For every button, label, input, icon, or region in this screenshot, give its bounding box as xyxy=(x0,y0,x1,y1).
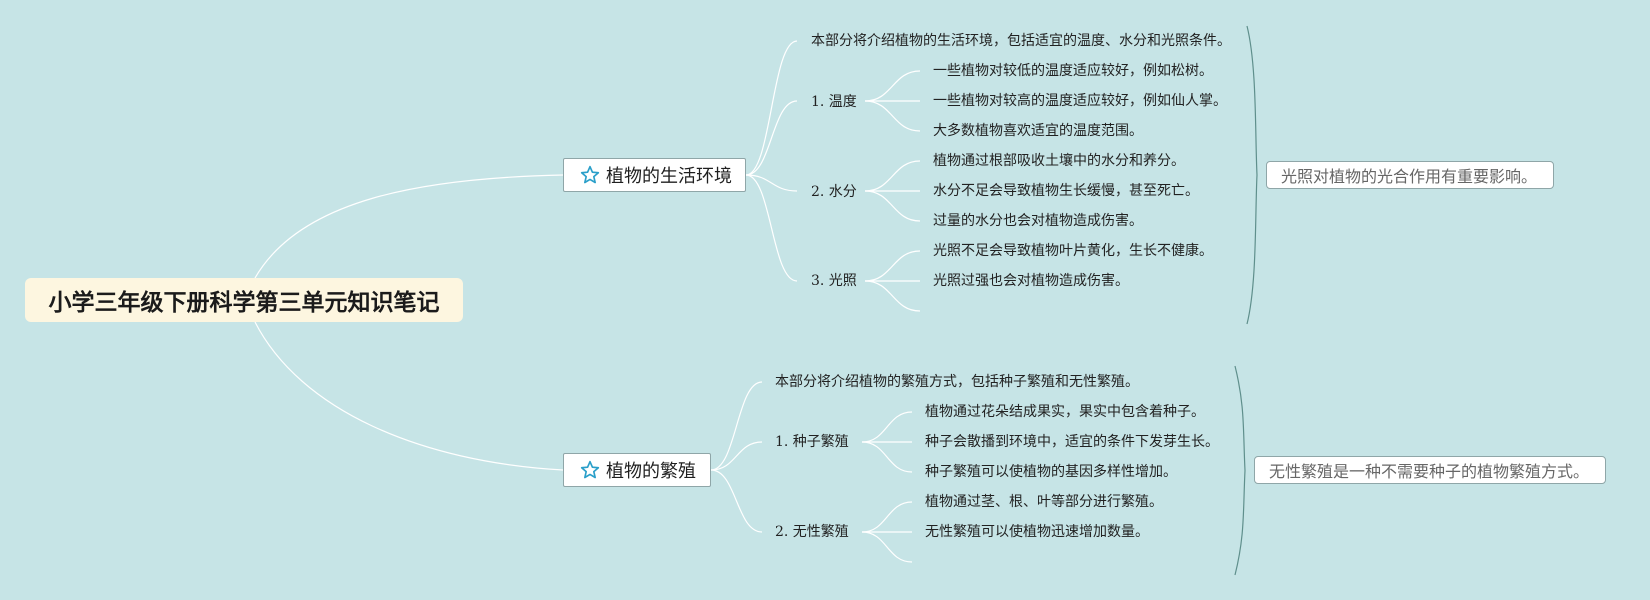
detail-item[interactable]: 光照不足会导致植物叶片黄化，生长不健康。 xyxy=(933,243,1213,259)
connector-branch-child xyxy=(745,174,798,192)
summary-bracket xyxy=(1246,25,1258,325)
branch-topic-reproduction[interactable]: 植物的繁殖 xyxy=(563,453,711,487)
subtopic-seed-reproduction[interactable]: 1. 种子繁殖 xyxy=(775,434,849,450)
detail-item[interactable]: 植物通过花朵结成果实，果实中包含着种子。 xyxy=(925,404,1205,420)
connector-sub-leaf xyxy=(864,190,921,222)
branch-topic-living-environment[interactable]: 植物的生活环境 xyxy=(563,158,746,192)
connector-branch-child xyxy=(745,40,798,176)
detail-item[interactable]: 无性繁殖可以使植物迅速增加数量。 xyxy=(925,524,1149,540)
detail-item[interactable]: 种子会散播到环境中，适宜的条件下发芽生长。 xyxy=(925,434,1219,450)
connector-sub-leaf xyxy=(864,70,921,102)
detail-item[interactable]: 植物通过茎、根、叶等部分进行繁殖。 xyxy=(925,494,1163,510)
subtopic-water[interactable]: 2. 水分 xyxy=(811,184,857,200)
subtopic-asexual-reproduction[interactable]: 2. 无性繁殖 xyxy=(775,524,849,540)
subtopic-light[interactable]: 3. 光照 xyxy=(811,273,857,289)
branch-intro[interactable]: 本部分将介绍植物的生活环境，包括适宜的温度、水分和光照条件。 xyxy=(811,33,1231,49)
connector-branch-child xyxy=(710,469,763,533)
connector-sub-leaf xyxy=(861,501,913,533)
connector-sub-leaf xyxy=(864,100,921,132)
connector-root-branch xyxy=(254,174,564,279)
branch-topic-label: 植物的繁殖 xyxy=(606,461,696,482)
subtopic-temperature[interactable]: 1. 温度 xyxy=(811,94,857,110)
detail-item[interactable]: 一些植物对较低的温度适应较好，例如松树。 xyxy=(933,63,1213,79)
star-icon xyxy=(580,460,600,479)
detail-item[interactable]: 水分不足会导致植物生长缓慢，甚至死亡。 xyxy=(933,183,1199,199)
connector-branch-child xyxy=(745,100,798,176)
summary-bracket xyxy=(1234,365,1246,576)
connector-root-branch xyxy=(254,321,564,471)
summary-reproduction[interactable]: 无性繁殖是一种不需要种子的植物繁殖方式。 xyxy=(1254,456,1606,484)
connector-branch-child xyxy=(710,381,763,471)
detail-item[interactable]: 光照过强也会对植物造成伤害。 xyxy=(933,273,1129,289)
detail-item[interactable]: 大多数植物喜欢适宜的温度范围。 xyxy=(933,123,1143,139)
branch-intro[interactable]: 本部分将介绍植物的繁殖方式，包括种子繁殖和无性繁殖。 xyxy=(775,374,1139,390)
connector-sub-leaf xyxy=(864,250,921,282)
detail-item[interactable]: 一些植物对较高的温度适应较好，例如仙人掌。 xyxy=(933,93,1227,109)
connector-branch-child xyxy=(710,441,763,471)
connector-branch-child xyxy=(745,174,798,282)
detail-item[interactable]: 植物通过根部吸收土壤中的水分和养分。 xyxy=(933,153,1185,169)
detail-item[interactable]: 种子繁殖可以使植物的基因多样性增加。 xyxy=(925,464,1177,480)
connector-sub-leaf xyxy=(861,441,913,473)
root-topic[interactable]: 小学三年级下册科学第三单元知识笔记 xyxy=(25,278,463,322)
connector-sub-leaf xyxy=(861,531,913,563)
detail-item[interactable]: 过量的水分也会对植物造成伤害。 xyxy=(933,213,1143,229)
connector-sub-leaf xyxy=(861,411,913,443)
connector-sub-leaf xyxy=(864,160,921,192)
star-icon xyxy=(580,165,600,184)
summary-living-environment[interactable]: 光照对植物的光合作用有重要影响。 xyxy=(1266,161,1554,189)
connector-sub-leaf xyxy=(864,280,921,312)
branch-topic-label: 植物的生活环境 xyxy=(606,166,732,187)
